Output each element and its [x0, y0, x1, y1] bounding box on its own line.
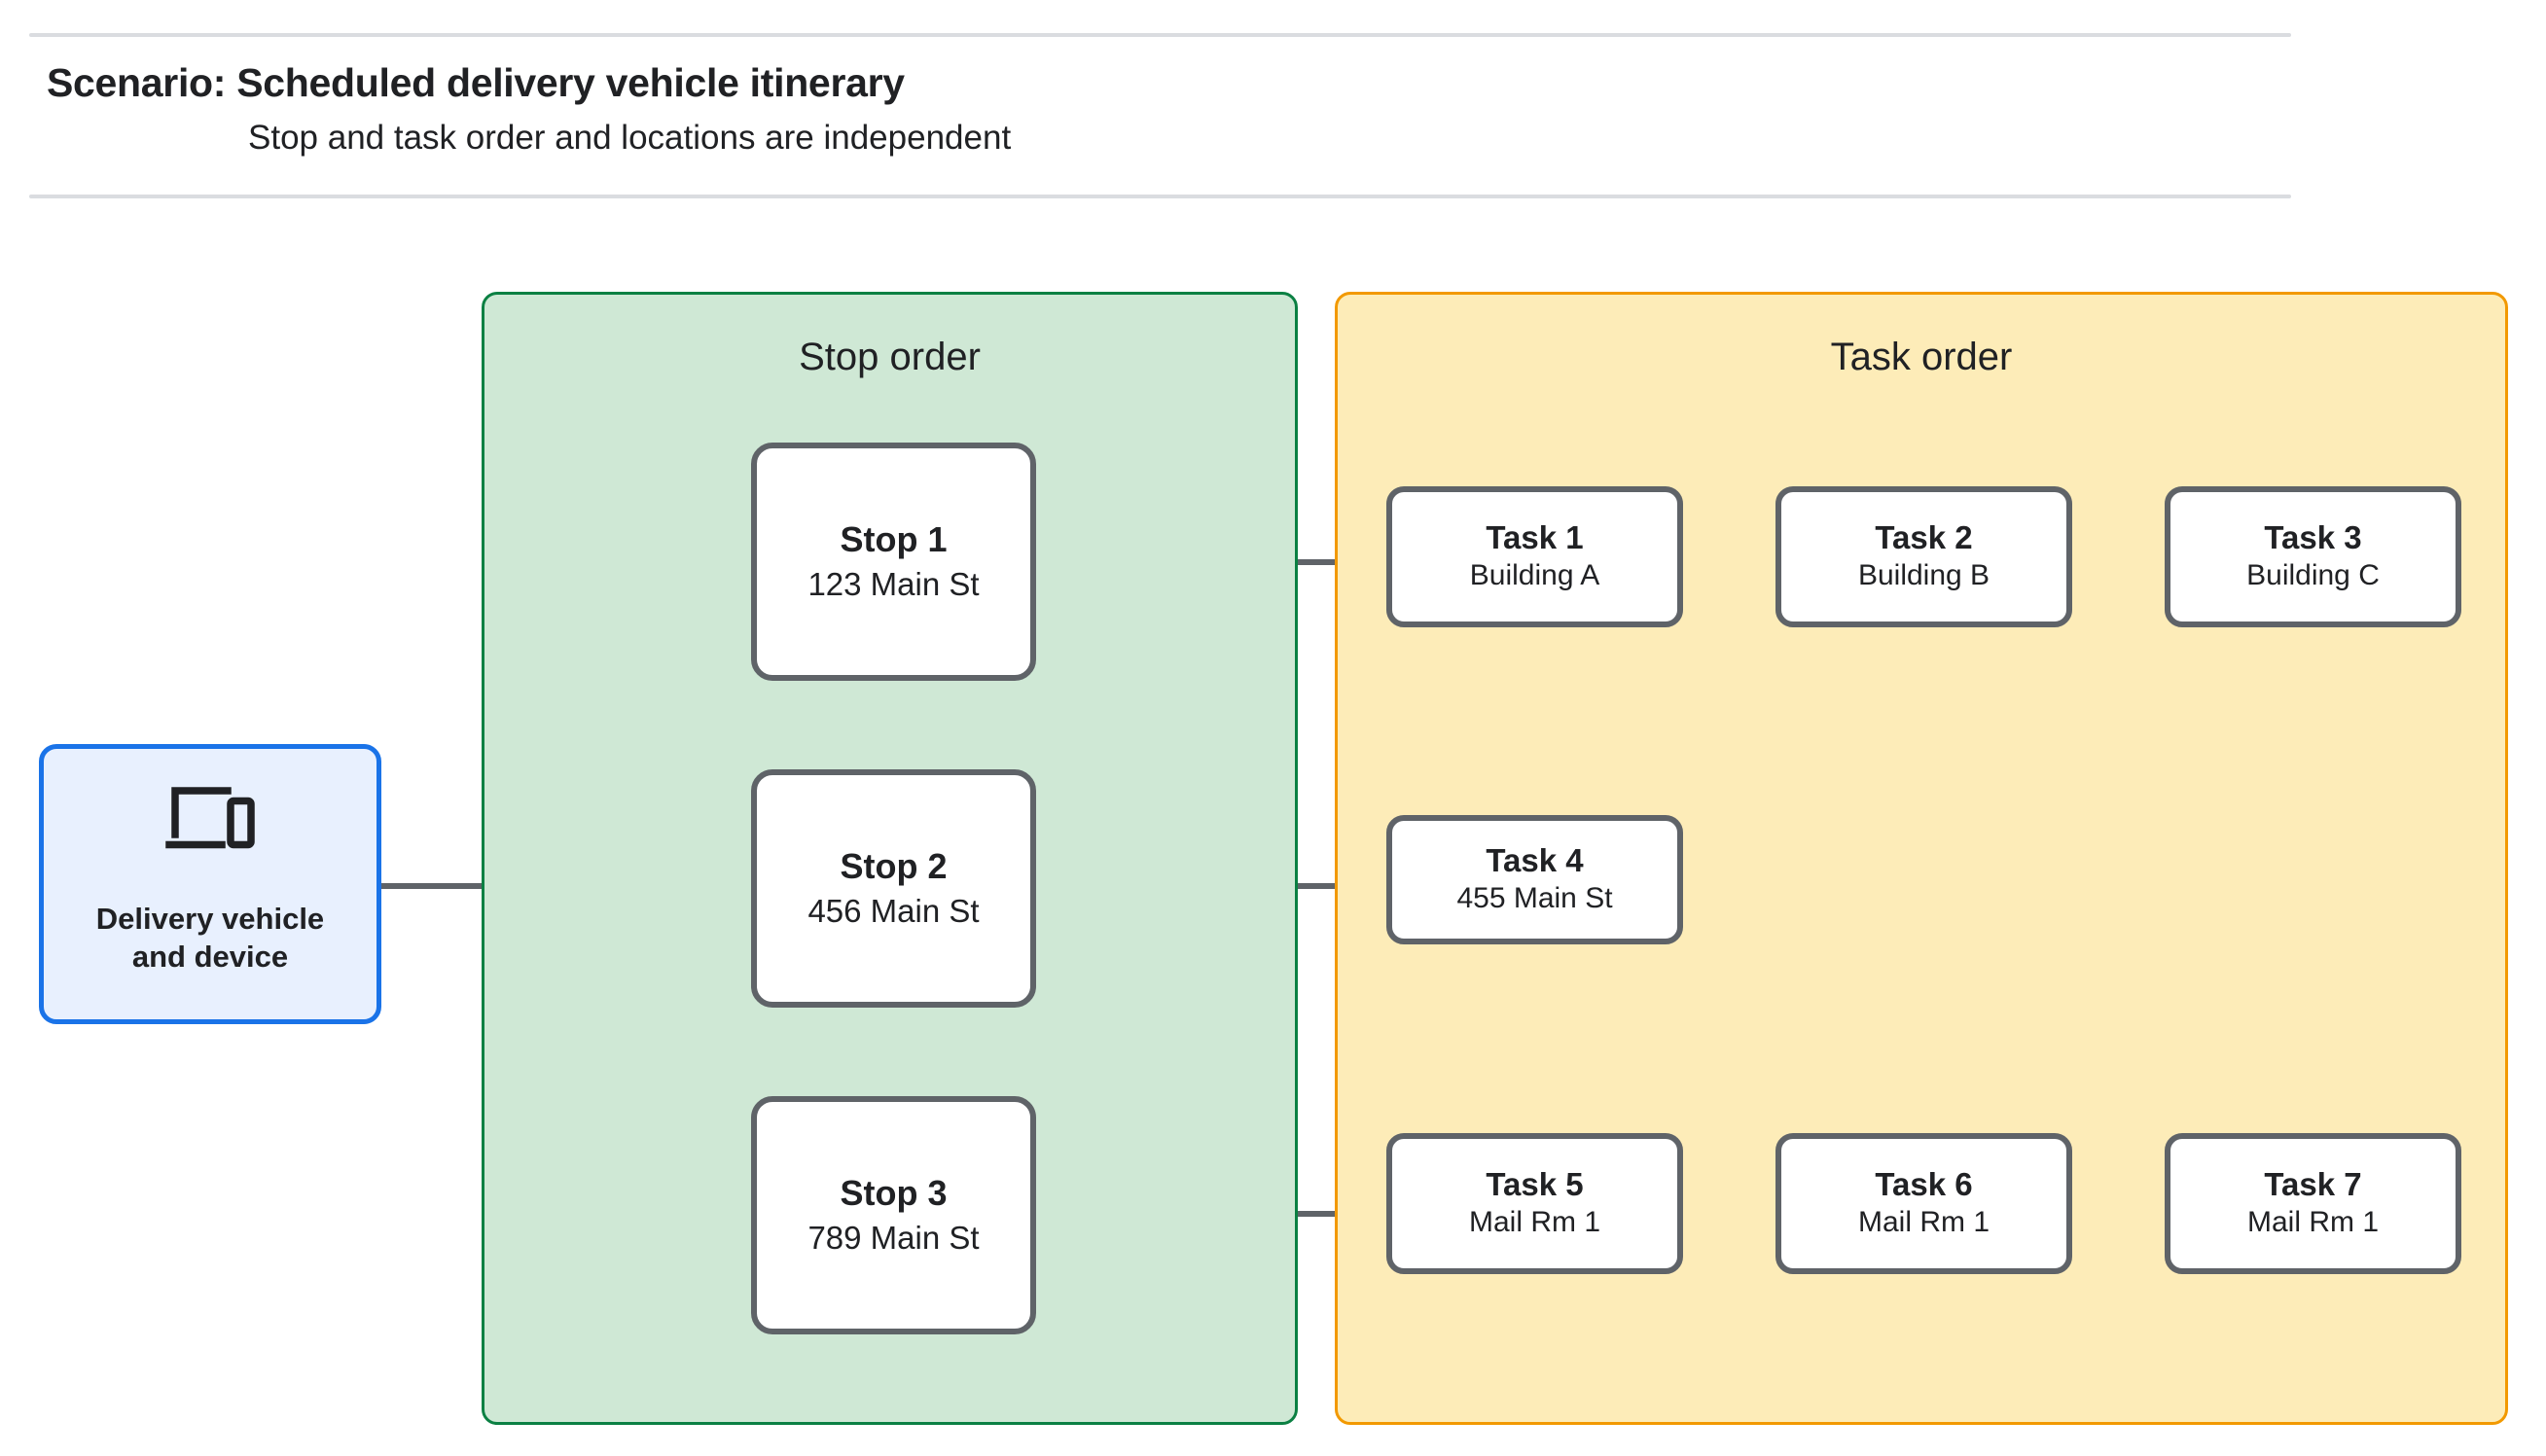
- stop-order-panel-title: Stop order: [799, 336, 981, 378]
- task-node-title: Task 2: [1875, 518, 1973, 555]
- stop-node-title: Stop 3: [840, 1173, 948, 1214]
- stop-node-address: 456 Main St: [807, 892, 980, 929]
- task-node-2[interactable]: Task 2 Building B: [1775, 486, 2072, 627]
- stop-node-address: 789 Main St: [807, 1219, 980, 1256]
- task-node-location: Building B: [1857, 559, 1990, 592]
- stop-node-1[interactable]: Stop 1 123 Main St: [751, 443, 1036, 681]
- task-node-title: Task 1: [1486, 518, 1584, 555]
- task-node-location: Mail Rm 1: [1857, 1206, 1990, 1239]
- task-node-title: Task 3: [2264, 518, 2362, 555]
- page-title: Scenario: Scheduled delivery vehicle iti…: [47, 60, 905, 105]
- task-node-7[interactable]: Task 7 Mail Rm 1: [2165, 1133, 2461, 1274]
- task-node-location: Mail Rm 1: [1468, 1206, 1600, 1239]
- task-node-title: Task 6: [1875, 1165, 1973, 1202]
- header-bottom-divider: [29, 195, 2291, 198]
- stop-node-2[interactable]: Stop 2 456 Main St: [751, 769, 1036, 1008]
- page-subtitle: Stop and task order and locations are in…: [248, 119, 1012, 157]
- task-node-title: Task 7: [2264, 1165, 2362, 1202]
- task-node-location: 455 Main St: [1456, 882, 1613, 915]
- stop-node-title: Stop 1: [840, 519, 948, 560]
- task-node-6[interactable]: Task 6 Mail Rm 1: [1775, 1133, 2072, 1274]
- header-top-divider: [29, 33, 2291, 37]
- task-node-location: Mail Rm 1: [2246, 1206, 2379, 1239]
- task-node-location: Building A: [1469, 559, 1600, 592]
- stop-node-title: Stop 2: [840, 846, 948, 887]
- task-node-location: Building C: [2246, 559, 2380, 592]
- laptop-and-phone-icon: [165, 787, 255, 849]
- task-node-4[interactable]: Task 4 455 Main St: [1386, 815, 1683, 944]
- delivery-vehicle-and-device-node[interactable]: Delivery vehicle and device: [39, 744, 381, 1024]
- task-order-panel-title: Task order: [1830, 336, 2013, 378]
- task-node-3[interactable]: Task 3 Building C: [2165, 486, 2461, 627]
- stop-node-address: 123 Main St: [807, 565, 980, 602]
- task-node-1[interactable]: Task 1 Building A: [1386, 486, 1683, 627]
- task-node-title: Task 5: [1486, 1165, 1584, 1202]
- header-block: Scenario: Scheduled delivery vehicle iti…: [0, 0, 2546, 204]
- stop-node-3[interactable]: Stop 3 789 Main St: [751, 1096, 1036, 1334]
- task-node-title: Task 4: [1486, 841, 1584, 878]
- delivery-vehicle-and-device-label: Delivery vehicle and device: [95, 901, 325, 974]
- task-node-5[interactable]: Task 5 Mail Rm 1: [1386, 1133, 1683, 1274]
